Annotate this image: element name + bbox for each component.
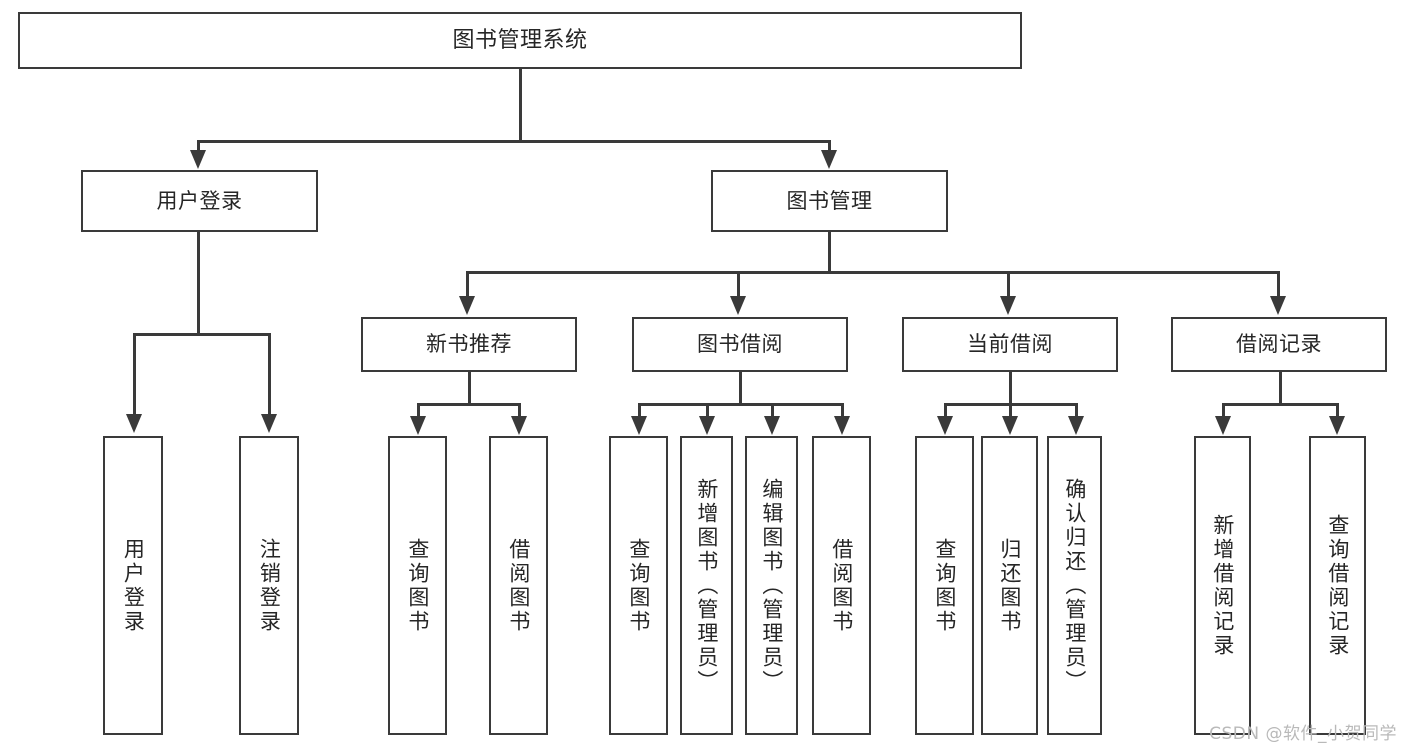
connector-user-login-stem (197, 232, 200, 335)
leaf-query-borrow-record-label: 查询借阅记录 (1325, 513, 1350, 658)
connector-book-borrow-stem (739, 372, 742, 405)
connector-book-management-bus (466, 271, 1278, 274)
leaf-confirm-return-admin[interactable]: 确认归还（管理员） (1047, 436, 1102, 735)
arrowhead-query-book-1 (410, 416, 426, 435)
leaf-query-book-2[interactable]: 查询图书 (609, 436, 668, 735)
arrowhead-new-book-recommend (459, 296, 475, 315)
arrowhead-leaf-user-logout (261, 414, 277, 433)
connector-drop-return-book (1009, 403, 1012, 419)
leaf-add-book-admin-label: 新增图书（管理员） (694, 477, 719, 694)
arrowhead-query-book-3 (937, 416, 953, 435)
arrowhead-borrow-book-2 (834, 416, 850, 435)
leaf-return-book[interactable]: 归还图书 (981, 436, 1038, 735)
connector-drop-new-book-recommend (466, 271, 469, 299)
leaf-query-book-3-label: 查询图书 (932, 537, 957, 634)
connector-drop-leaf-user-login (133, 333, 136, 417)
connector-drop-query-borrow-record (1336, 403, 1339, 419)
arrowhead-return-book (1002, 416, 1018, 435)
connector-drop-query-book-1 (417, 403, 420, 419)
arrowhead-user-login (190, 150, 206, 169)
connector-root-bus (197, 140, 831, 143)
connector-new-book-recommend-stem (468, 372, 471, 405)
connector-drop-book-borrow (737, 271, 740, 299)
connector-drop-query-book-2 (638, 403, 641, 419)
node-book-borrow[interactable]: 图书借阅 (632, 317, 848, 372)
connector-book-management-stem (828, 232, 831, 274)
arrowhead-leaf-user-login (126, 414, 142, 433)
node-current-borrow-label: 当前借阅 (967, 332, 1053, 357)
leaf-user-login-label: 用户登录 (121, 537, 146, 634)
arrowhead-add-borrow-record (1215, 416, 1231, 435)
leaf-add-book-admin[interactable]: 新增图书（管理员） (680, 436, 733, 735)
node-book-management-label: 图书管理 (786, 188, 873, 213)
arrowhead-borrow-book-1 (511, 416, 527, 435)
arrowhead-add-book-admin (699, 416, 715, 435)
arrowhead-borrow-record (1270, 296, 1286, 315)
node-new-book-recommend-label: 新书推荐 (426, 332, 512, 357)
connector-drop-confirm-return-admin (1075, 403, 1078, 419)
leaf-return-book-label: 归还图书 (997, 537, 1022, 634)
leaf-borrow-book-2[interactable]: 借阅图书 (812, 436, 871, 735)
leaf-query-book-1[interactable]: 查询图书 (388, 436, 447, 735)
connector-drop-leaf-user-logout (268, 333, 271, 417)
connector-book-borrow-bus (638, 403, 844, 406)
leaf-user-login[interactable]: 用户登录 (103, 436, 163, 735)
connector-drop-add-book-admin (706, 403, 709, 419)
leaf-borrow-book-1-label: 借阅图书 (506, 537, 531, 634)
connector-drop-query-book-3 (944, 403, 947, 419)
leaf-query-book-1-label: 查询图书 (405, 537, 430, 634)
leaf-confirm-return-admin-label: 确认归还（管理员） (1062, 477, 1087, 694)
leaf-query-book-3[interactable]: 查询图书 (915, 436, 974, 735)
leaf-add-borrow-record-label: 新增借阅记录 (1210, 513, 1235, 658)
connector-user-login-bus (133, 333, 270, 336)
leaf-add-borrow-record[interactable]: 新增借阅记录 (1194, 436, 1251, 735)
leaf-user-logout[interactable]: 注销登录 (239, 436, 299, 735)
connector-root-stem (519, 68, 522, 142)
connector-borrow-record-stem (1279, 372, 1282, 405)
leaf-query-book-2-label: 查询图书 (626, 537, 651, 634)
node-user-login-label: 用户登录 (156, 188, 243, 213)
arrowhead-current-borrow (1000, 296, 1016, 315)
node-current-borrow[interactable]: 当前借阅 (902, 317, 1118, 372)
connector-drop-borrow-record (1277, 271, 1280, 299)
leaf-edit-book-admin[interactable]: 编辑图书（管理员） (745, 436, 798, 735)
arrowhead-query-book-2 (631, 416, 647, 435)
connector-drop-book-management (828, 140, 831, 154)
leaf-user-logout-label: 注销登录 (257, 537, 282, 634)
leaf-query-borrow-record[interactable]: 查询借阅记录 (1309, 436, 1366, 735)
leaf-borrow-book-1[interactable]: 借阅图书 (489, 436, 548, 735)
connector-new-book-recommend-bus (417, 403, 521, 406)
leaf-borrow-book-2-label: 借阅图书 (829, 537, 854, 634)
connector-drop-borrow-book-1 (518, 403, 521, 419)
csdn-watermark: CSDN @软件_小贺同学 (1209, 724, 1397, 744)
node-user-login[interactable]: 用户登录 (81, 170, 318, 232)
connector-drop-edit-book-admin (771, 403, 774, 419)
connector-drop-current-borrow (1007, 271, 1010, 299)
connector-drop-borrow-book-2 (841, 403, 844, 419)
node-root-system-label: 图书管理系统 (452, 27, 588, 53)
node-borrow-record-label: 借阅记录 (1236, 332, 1322, 357)
node-book-management[interactable]: 图书管理 (711, 170, 948, 232)
connector-current-borrow-stem (1009, 372, 1012, 405)
arrowhead-query-borrow-record (1329, 416, 1345, 435)
connector-borrow-record-bus (1222, 403, 1339, 406)
arrowhead-book-management (821, 150, 837, 169)
leaf-edit-book-admin-label: 编辑图书（管理员） (759, 477, 784, 694)
connector-drop-user-login (197, 140, 200, 154)
arrowhead-book-borrow (730, 296, 746, 315)
arrowhead-edit-book-admin (764, 416, 780, 435)
node-book-borrow-label: 图书借阅 (697, 332, 783, 357)
node-root-system[interactable]: 图书管理系统 (18, 12, 1022, 69)
node-borrow-record[interactable]: 借阅记录 (1171, 317, 1387, 372)
connector-drop-add-borrow-record (1222, 403, 1225, 419)
arrowhead-confirm-return-admin (1068, 416, 1084, 435)
node-new-book-recommend[interactable]: 新书推荐 (361, 317, 577, 372)
